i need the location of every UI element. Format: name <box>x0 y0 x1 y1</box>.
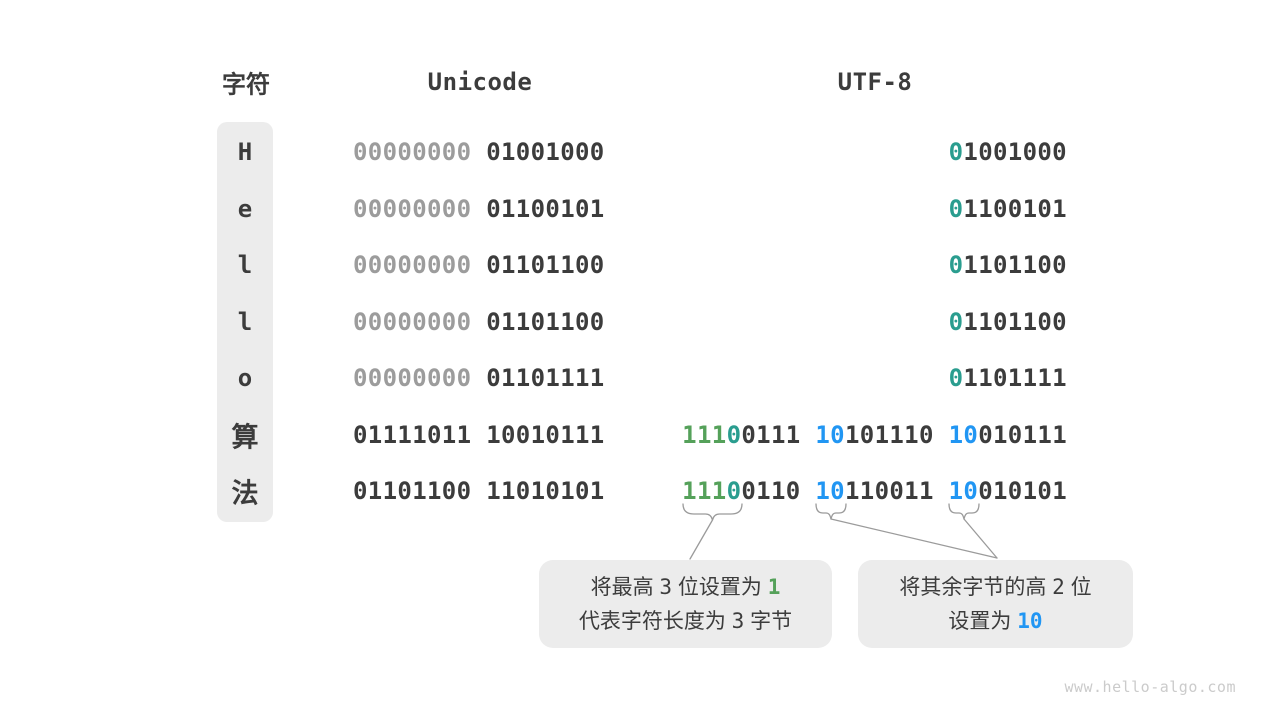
callout-continuation-bits: 将其余字节的高 2 位设置为 10 <box>858 560 1133 648</box>
bit-segment-dark: 设置为 <box>948 609 1018 633</box>
callout-text-line: 将最高 3 位设置为 1 <box>591 572 781 603</box>
bit-segment-teal: 0 <box>726 477 742 505</box>
character-cell: l <box>237 251 253 279</box>
bit-segment-dark: 01100101 <box>486 194 605 223</box>
bit-segment-dark: 0110 <box>741 477 816 505</box>
bit-segment-dark: 010101 <box>978 477 1067 505</box>
column-header-utf8: UTF-8 <box>837 68 913 96</box>
bit-segment-teal: 0 <box>948 364 964 392</box>
bit-segment-dark: 1001000 <box>963 138 1067 166</box>
callout-text-line: 设置为 10 <box>948 606 1042 637</box>
utf8-binary-cell: 01101100 <box>949 308 1067 336</box>
connector-line-mid <box>830 518 998 559</box>
underbrace-cont-byte-2 <box>948 503 980 520</box>
utf8-binary-cell: 01101100 <box>949 251 1067 279</box>
bit-segment-gray: 00000000 <box>353 307 487 336</box>
bit-segment-dark: 位设置为 <box>672 575 768 599</box>
bit-segment-dark: 1100101 <box>963 194 1067 223</box>
character-cell: 法 <box>231 478 259 509</box>
bit-segment-dark: 字节 <box>744 609 793 633</box>
bit-segment-teal: 0 <box>948 251 964 279</box>
bit-segment-dark: 代表字符长度为 <box>578 609 732 633</box>
unicode-binary-cell: 00000000 01101111 <box>353 364 605 392</box>
column-header-unicode: Unicode <box>427 68 533 96</box>
bit-segment-dark: 01001000 <box>486 138 605 166</box>
underbrace-high-bits <box>682 503 743 521</box>
bit-segment-gray: 00000000 <box>353 364 487 392</box>
bit-segment-dark: 01101100 <box>486 251 605 279</box>
bit-segment-num: 2 <box>1052 574 1065 599</box>
bit-segment-num: 3 <box>731 608 745 633</box>
unicode-binary-cell: 01111011 10010111 <box>353 421 605 449</box>
bit-segment-gray: 00000000 <box>353 138 487 166</box>
character-cell: l <box>237 307 253 336</box>
utf8-binary-cell: 11100111 10101110 10010111 <box>682 421 1067 449</box>
character-cell: 算 <box>231 422 259 452</box>
bit-segment-green: 111 <box>682 420 727 449</box>
bit-segment-dark: 1101100 <box>963 307 1067 336</box>
bit-segment-gray: 00000000 <box>353 194 487 223</box>
utf8-binary-cell: 11100110 10110011 10010101 <box>682 477 1067 505</box>
bit-segment-dark: 1101100 <box>963 251 1067 279</box>
bit-segment-dark: 01101100 <box>486 307 605 336</box>
unicode-binary-cell: 00000000 01001000 <box>353 138 605 166</box>
bit-segment-blue: 10 <box>948 477 979 505</box>
character-column-background <box>217 122 273 522</box>
bit-segment-dark: 1101111 <box>963 364 1067 392</box>
utf8-binary-cell: 01100101 <box>949 195 1067 223</box>
utf8-binary-cell: 01001000 <box>949 138 1067 166</box>
bit-segment-blue: 10 <box>948 420 979 449</box>
bit-segment-gray: 00000000 <box>353 251 487 279</box>
bit-segment-dark: 110011 <box>844 477 949 505</box>
bit-segment-dark: 01111011 10010111 <box>353 420 605 449</box>
connector-line-left <box>689 519 714 560</box>
bit-segment-blue: 10 <box>815 420 845 449</box>
watermark: www.hello-algo.com <box>1064 678 1236 696</box>
callout-text-line: 将其余字节的高 2 位 <box>899 572 1091 603</box>
column-header-character: 字符 <box>222 71 270 99</box>
bit-segment-teal: 0 <box>948 194 964 223</box>
bit-segment-blue-bold: 10 <box>1017 608 1043 633</box>
bit-segment-green: 111 <box>682 477 727 505</box>
unicode-binary-cell: 00000000 01101100 <box>353 251 605 279</box>
bit-segment-dark: 0111 <box>741 420 816 449</box>
bit-segment-teal: 0 <box>948 138 964 166</box>
bit-segment-teal: 0 <box>948 307 964 336</box>
bit-segment-dark: 将其余字节的高 <box>899 575 1053 599</box>
bit-segment-dark: 01101100 11010101 <box>353 477 605 505</box>
connector-line-right <box>963 518 998 559</box>
bit-segment-dark: 位 <box>1064 575 1092 599</box>
bit-segment-teal: 0 <box>726 420 742 449</box>
underbrace-cont-byte-1 <box>815 503 847 520</box>
bit-segment-num: 3 <box>659 574 673 599</box>
character-cell: H <box>237 138 253 166</box>
bit-segment-dark: 01101111 <box>486 364 605 392</box>
unicode-binary-cell: 01101100 11010101 <box>353 477 605 505</box>
utf8-binary-cell: 01101111 <box>949 364 1067 392</box>
character-cell: o <box>237 364 253 392</box>
bit-segment-dark: 010111 <box>978 420 1067 449</box>
bit-segment-dark: 101110 <box>844 420 949 449</box>
callout-text-line: 代表字符长度为 3 字节 <box>579 606 792 637</box>
bit-segment-green-bold: 1 <box>767 574 781 599</box>
bit-segment-blue: 10 <box>815 477 845 505</box>
unicode-binary-cell: 00000000 01101100 <box>353 308 605 336</box>
unicode-binary-cell: 00000000 01100101 <box>353 195 605 223</box>
character-cell: e <box>237 194 253 223</box>
bit-segment-dark: 将最高 <box>590 575 660 599</box>
